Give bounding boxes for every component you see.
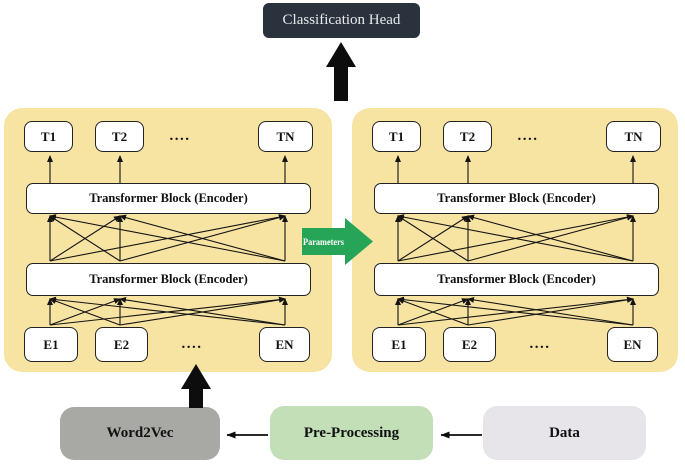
- encoder-panel-left: T1 T2 .... TN Transformer Block (Encoder…: [4, 108, 332, 372]
- token-box-t2: T2: [443, 121, 492, 152]
- embedding-box-e2: E2: [95, 327, 148, 362]
- word2vec-box: Word2Vec: [60, 407, 220, 460]
- connection-line: [49, 298, 121, 326]
- encoder-panel-right: T1 T2 .... TN Transformer Block (Encoder…: [352, 108, 678, 372]
- data-box: Data: [483, 406, 646, 460]
- transformer-block-bottom-left: Transformer Block (Encoder): [26, 263, 311, 296]
- transformer-block-top-right: Transformer Block (Encoder): [374, 183, 659, 214]
- embedding-box-e1: E1: [24, 327, 78, 362]
- ellipsis-embeddings: ....: [181, 336, 203, 352]
- connection-line: [397, 298, 469, 326]
- transformer-block-top-left: Transformer Block (Encoder): [26, 183, 311, 214]
- connection-line: [119, 214, 286, 262]
- connection-line: [397, 296, 634, 326]
- connection-line: [49, 214, 286, 262]
- token-box-t1: T1: [372, 121, 421, 152]
- ellipsis-tokens: ....: [517, 128, 539, 144]
- token-box-t1: T1: [24, 121, 73, 152]
- connection-line: [119, 296, 286, 326]
- embedding-box-en: EN: [259, 327, 310, 362]
- connection-line: [49, 296, 286, 326]
- token-box-t2: T2: [95, 121, 144, 152]
- parameters-label: Parameters: [303, 238, 344, 248]
- preprocessing-box: Pre-Processing: [270, 406, 433, 460]
- ellipsis-tokens: ....: [169, 128, 191, 144]
- ellipsis-embeddings: ....: [529, 336, 551, 352]
- embedding-box-e1: E1: [372, 327, 426, 362]
- classification-head-box: Classification Head: [263, 3, 420, 38]
- transformer-block-bottom-right: Transformer Block (Encoder): [374, 263, 659, 296]
- parameters-arrow-shape: [302, 218, 373, 265]
- connection-line: [49, 215, 121, 262]
- connection-line: [397, 214, 634, 262]
- attention-lines-left: [47, 155, 288, 326]
- embedding-box-en: EN: [607, 327, 658, 362]
- arrow-encoder-to-classification-head: [326, 42, 356, 101]
- embedding-box-e2: E2: [443, 327, 496, 362]
- token-box-tn: TN: [258, 121, 313, 152]
- connection-line: [467, 214, 634, 262]
- connection-line: [397, 215, 469, 262]
- parameters-arrow: Parameters: [302, 218, 373, 265]
- connection-line: [467, 296, 634, 326]
- attention-lines-right: [395, 155, 636, 326]
- token-box-tn: TN: [606, 121, 661, 152]
